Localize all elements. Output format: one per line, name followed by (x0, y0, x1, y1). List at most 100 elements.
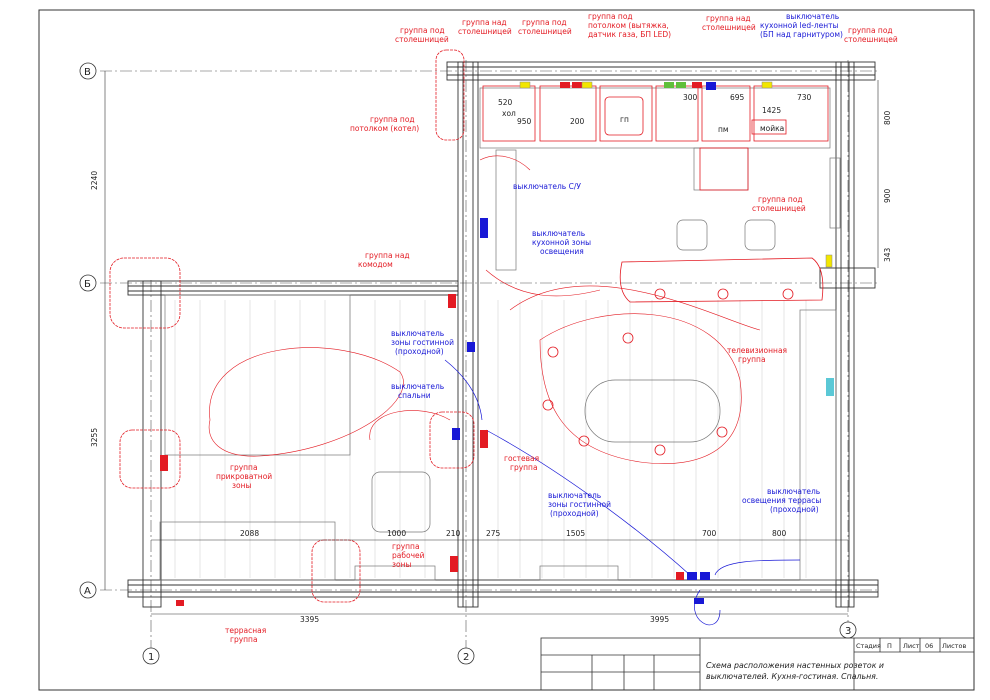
axis-label-2: 2 (463, 652, 469, 663)
label-blue-3a: выключатель (532, 229, 585, 238)
label-red-2b: столешницей (458, 27, 512, 36)
dim-800-right: 800 (883, 110, 892, 125)
red-lighting-curves (208, 155, 761, 464)
grid-lines (100, 60, 880, 650)
label-blue-7b: освещения террасы (742, 496, 821, 505)
dim-1505: 1505 (566, 529, 585, 538)
label-blue-3c: освещения (540, 247, 584, 256)
axis-label-3: 3 (845, 626, 851, 637)
dim-1425: 1425 (762, 106, 781, 115)
label-red-7b: потолком (котел) (350, 124, 419, 133)
title-sheets-label: Листов (942, 642, 966, 650)
label-red-10b: группа (738, 355, 766, 364)
axis-markers (79, 62, 857, 665)
label-blue-1b: кухонной led-ленты (760, 21, 838, 30)
dimension-lines (104, 71, 879, 615)
title-stage: П (887, 642, 892, 650)
label-red-4c: датчик газа, БП LED) (588, 30, 671, 39)
dim-2240: 2240 (90, 171, 99, 190)
label-blue-7a: выключатель (767, 487, 820, 496)
label-blue-6c: (проходной) (550, 509, 599, 518)
kitchen-module-outlines (482, 85, 829, 303)
label-red-5a: группа над (706, 14, 751, 23)
label-red-12c: зоны (232, 481, 251, 490)
label-red-6a: группа под (848, 26, 893, 35)
label-red-2a: группа над (462, 18, 507, 27)
label-red-13a: группа (392, 542, 420, 551)
dim-695: 695 (730, 93, 745, 102)
dim-950: 950 (517, 117, 532, 126)
label-blue-5a: выключатель (391, 382, 444, 391)
dim-900: 900 (883, 188, 892, 203)
label-red-1b: столешницей (395, 35, 449, 44)
label-red-8b: комодом (358, 260, 393, 269)
ceiling-lights (542, 288, 794, 456)
axis-label-b: Б (84, 279, 91, 290)
label-red-9b: столешницей (752, 204, 806, 213)
axis-label-1: 1 (148, 652, 154, 663)
title-sheet-label: Лист (903, 642, 920, 650)
dim-3395: 3395 (300, 615, 319, 624)
label-red-11b: группа (510, 463, 538, 472)
label-red-1a: группа под (400, 26, 445, 35)
title-stage-label: Стадия (856, 642, 881, 650)
dim-300: 300 (683, 93, 698, 102)
label-red-9a: группа под (758, 195, 803, 204)
label-blue-6a: выключатель (548, 491, 601, 500)
revision-clouds (109, 49, 475, 603)
label-red-3a: группа под (522, 18, 567, 27)
switches (452, 82, 716, 604)
dim-200: 200 (570, 117, 585, 126)
label-blue-4a: выключатель (391, 329, 444, 338)
label-red-13b: рабочей (392, 551, 425, 560)
dim-343: 343 (883, 247, 892, 262)
dim-800-bottom: 800 (772, 529, 787, 538)
label-red-14b: группа (230, 635, 258, 644)
label-red-11a: гостевая (504, 454, 539, 463)
dim-3255: 3255 (90, 428, 99, 447)
label-red-12a: группа (230, 463, 258, 472)
dim-1000: 1000 (387, 529, 406, 538)
axis-label-a: А (84, 586, 91, 597)
drawing-title-1: Схема расположения настенных розеток и (706, 661, 884, 670)
label-blue-7c: (проходной) (770, 505, 819, 514)
title-block (540, 637, 975, 691)
blue-switch-wires (444, 359, 801, 626)
walls (127, 61, 879, 608)
label-blue-2: выключатель С/У (513, 182, 581, 191)
mark-pm: пм (718, 125, 729, 134)
red-labels: группа под столешницей группа над столеш… (216, 12, 898, 644)
furniture (159, 87, 841, 581)
label-blue-6b: зоны гостинной (548, 500, 611, 509)
label-red-12b: прикроватной (216, 472, 272, 481)
label-red-3b: столешницей (518, 27, 572, 36)
label-blue-4b: зоны гостинной (391, 338, 454, 347)
mark-moyka: мойка (760, 124, 784, 133)
label-blue-1a: выключатель (786, 12, 839, 21)
label-red-14a: террасная (225, 626, 266, 635)
label-red-13c: зоны (392, 560, 411, 569)
label-red-6b: столешницей (844, 35, 898, 44)
label-blue-3b: кухонной зоны (532, 238, 591, 247)
outlets (160, 81, 834, 606)
dim-210: 210 (446, 529, 461, 538)
label-red-7a: группа под (370, 115, 415, 124)
label-blue-5b: спальни (398, 391, 431, 400)
dim-2088: 2088 (240, 529, 259, 538)
dim-3995: 3995 (650, 615, 669, 624)
mark-hol: хол (502, 109, 516, 118)
label-red-4a: группа под (588, 12, 633, 21)
blue-labels: выключатель кухонной led-ленты (БП над г… (391, 12, 843, 518)
label-red-8a: группа над (365, 251, 410, 260)
dim-730: 730 (797, 93, 812, 102)
label-blue-1c: (БП над гарнитуром) (760, 30, 843, 39)
axis-label-v: В (84, 67, 91, 78)
drawing-title-2: выключателей. Кухня-гостиная. Спальня. (706, 672, 878, 681)
dim-700: 700 (702, 529, 717, 538)
title-sheet: 06 (925, 642, 933, 650)
label-red-10a: телевизионная (727, 346, 787, 355)
mark-gp: гп (620, 115, 629, 124)
label-red-5b: столешницей (702, 23, 756, 32)
label-blue-4c: (проходной) (395, 347, 444, 356)
